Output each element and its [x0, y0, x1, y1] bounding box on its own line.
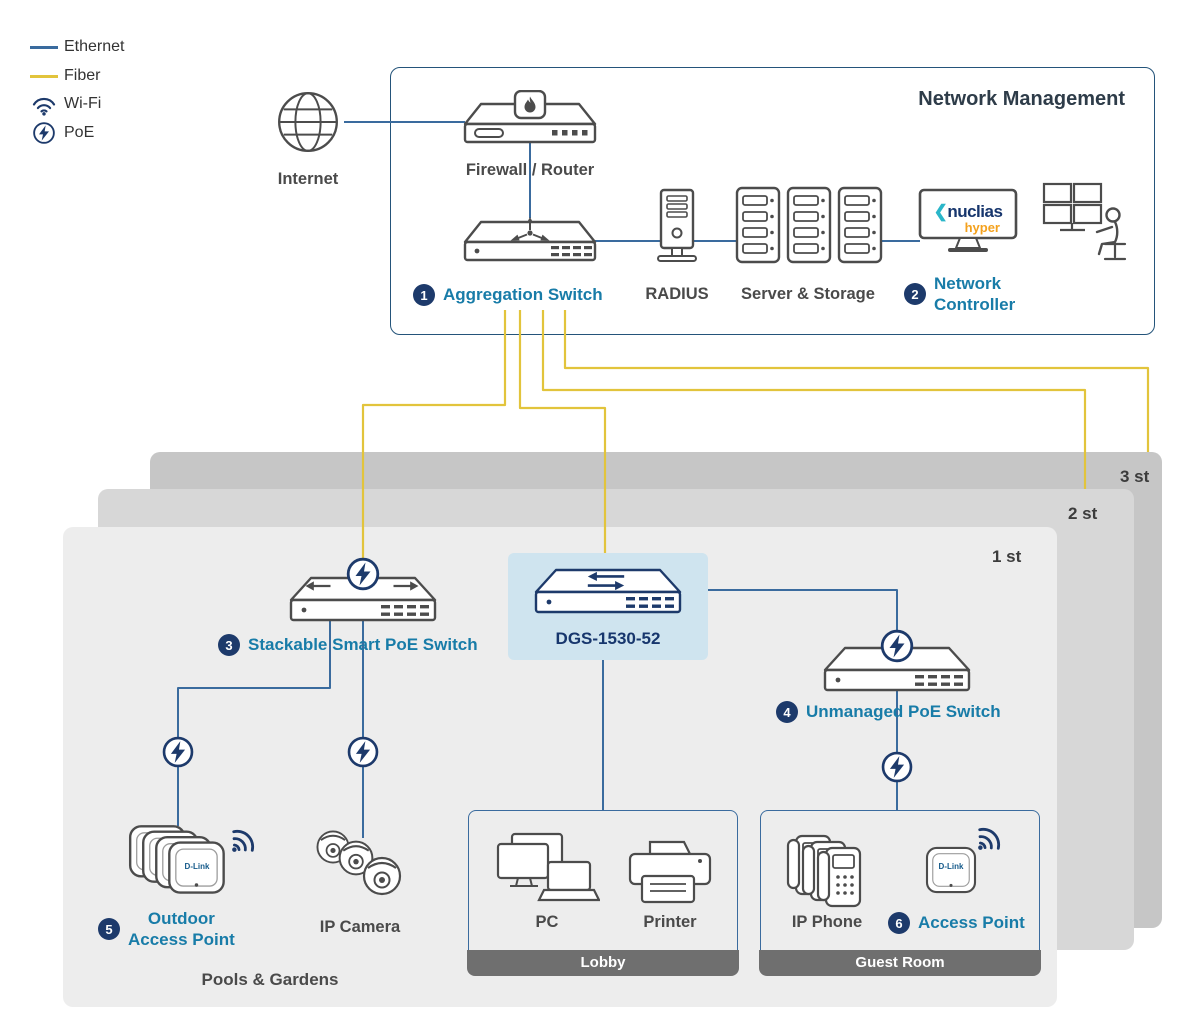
transfer-arrows-icon [586, 571, 626, 591]
floor-2-label: 2 st [1068, 504, 1098, 523]
guest-ap-caption: 6 Access Point [888, 912, 1025, 934]
pools-gardens-label: Pools & Gardens [201, 970, 339, 989]
nuclias-logo: ❮nuclias hyper [926, 202, 1010, 236]
dgs-label: DGS-1530-52 [555, 629, 661, 648]
internet-globe-icon [272, 86, 344, 158]
server-rack-1 [735, 186, 781, 264]
firewall-router-device [455, 90, 605, 150]
lobby-zone-bar: Lobby [467, 949, 739, 976]
nuclias-sub-text: hyper [964, 220, 1000, 235]
legend-fiber-label: Fiber [64, 67, 101, 84]
badge-3: 3 [218, 634, 240, 656]
badge-1: 1 [413, 284, 435, 306]
stackable-switch-caption: 3 Stackable Smart PoE Switch [218, 634, 478, 656]
poe-icon [32, 121, 56, 145]
nuclias-chevron-icon: ❮ [933, 202, 948, 221]
aggregation-switch-label: Aggregation Switch [443, 285, 603, 304]
outdoor-ap-label-line2: Access Point [128, 930, 235, 949]
pc-label: PC [535, 913, 559, 931]
poe-icon [345, 556, 381, 592]
legend-ethernet-line [30, 46, 58, 49]
poe-icon [880, 750, 914, 784]
badge-4: 4 [776, 701, 798, 723]
badge-6: 6 [888, 912, 910, 934]
operator-workstation-icon [1042, 182, 1137, 274]
controller-label-line1: Network [934, 274, 1002, 293]
floor-1-label: 1 st [992, 547, 1022, 566]
legend-wifi-label: Wi-Fi [64, 95, 102, 112]
network-controller-caption: 2 Network Controller [904, 273, 1015, 315]
dlink-logo-text: D-Link [184, 862, 210, 871]
printer-label: Printer [643, 913, 697, 931]
radius-label: RADIUS [645, 285, 709, 303]
server-storage-label: Server & Storage [741, 285, 875, 303]
printer-icon [626, 840, 714, 906]
arrow-right-icon [393, 581, 419, 591]
ip-camera-label: IP Camera [319, 918, 401, 936]
guest-ap-label: Access Point [918, 913, 1025, 932]
ip-phone-label: IP Phone [791, 913, 863, 931]
legend-poe-label: PoE [64, 124, 95, 141]
poe-icon [346, 735, 380, 769]
internet-label: Internet [277, 170, 339, 188]
radius-server-device [645, 188, 709, 268]
poe-icon [161, 735, 195, 769]
controller-label-line2: Controller [934, 295, 1016, 314]
ip-camera-group [316, 830, 402, 896]
unmanaged-switch-caption: 4 Unmanaged PoE Switch [776, 701, 1001, 723]
fiber-lines [361, 310, 1150, 562]
server-rack-2 [786, 186, 832, 264]
guest-room-zone: Guest Room [759, 810, 1041, 976]
aggregation-switch-caption: 1 Aggregation Switch [413, 284, 603, 306]
server-rack-3 [837, 186, 883, 264]
network-management-title: Network Management [918, 88, 1125, 110]
nuclias-brand-text: nuclias [947, 202, 1003, 221]
legend-fiber-line [30, 75, 58, 78]
firewall-router-label: Firewall / Router [465, 161, 595, 179]
dlink-logo-text: D-Link [938, 862, 964, 871]
outdoor-access-point-stack [128, 825, 225, 894]
lobby-zone: Lobby [467, 810, 739, 976]
aggregation-switch-device [455, 212, 605, 270]
ip-phone-group [786, 834, 862, 908]
legend-ethernet-label: Ethernet [64, 38, 125, 55]
stackable-switch-label: Stackable Smart PoE Switch [248, 635, 478, 654]
outdoor-ap-caption: 5 Outdoor Access Point [98, 908, 235, 950]
outdoor-ap-label-line1: Outdoor [147, 909, 215, 928]
badge-5: 5 [98, 918, 120, 940]
poe-icon [879, 628, 915, 664]
wifi-icon [31, 93, 57, 116]
badge-2: 2 [904, 283, 926, 305]
guest-room-zone-bar: Guest Room [759, 949, 1041, 976]
pc-icon [496, 832, 600, 910]
floor-3-label: 3 st [1120, 467, 1150, 486]
arrow-left-icon [305, 581, 331, 591]
unmanaged-switch-label: Unmanaged PoE Switch [806, 702, 1001, 721]
